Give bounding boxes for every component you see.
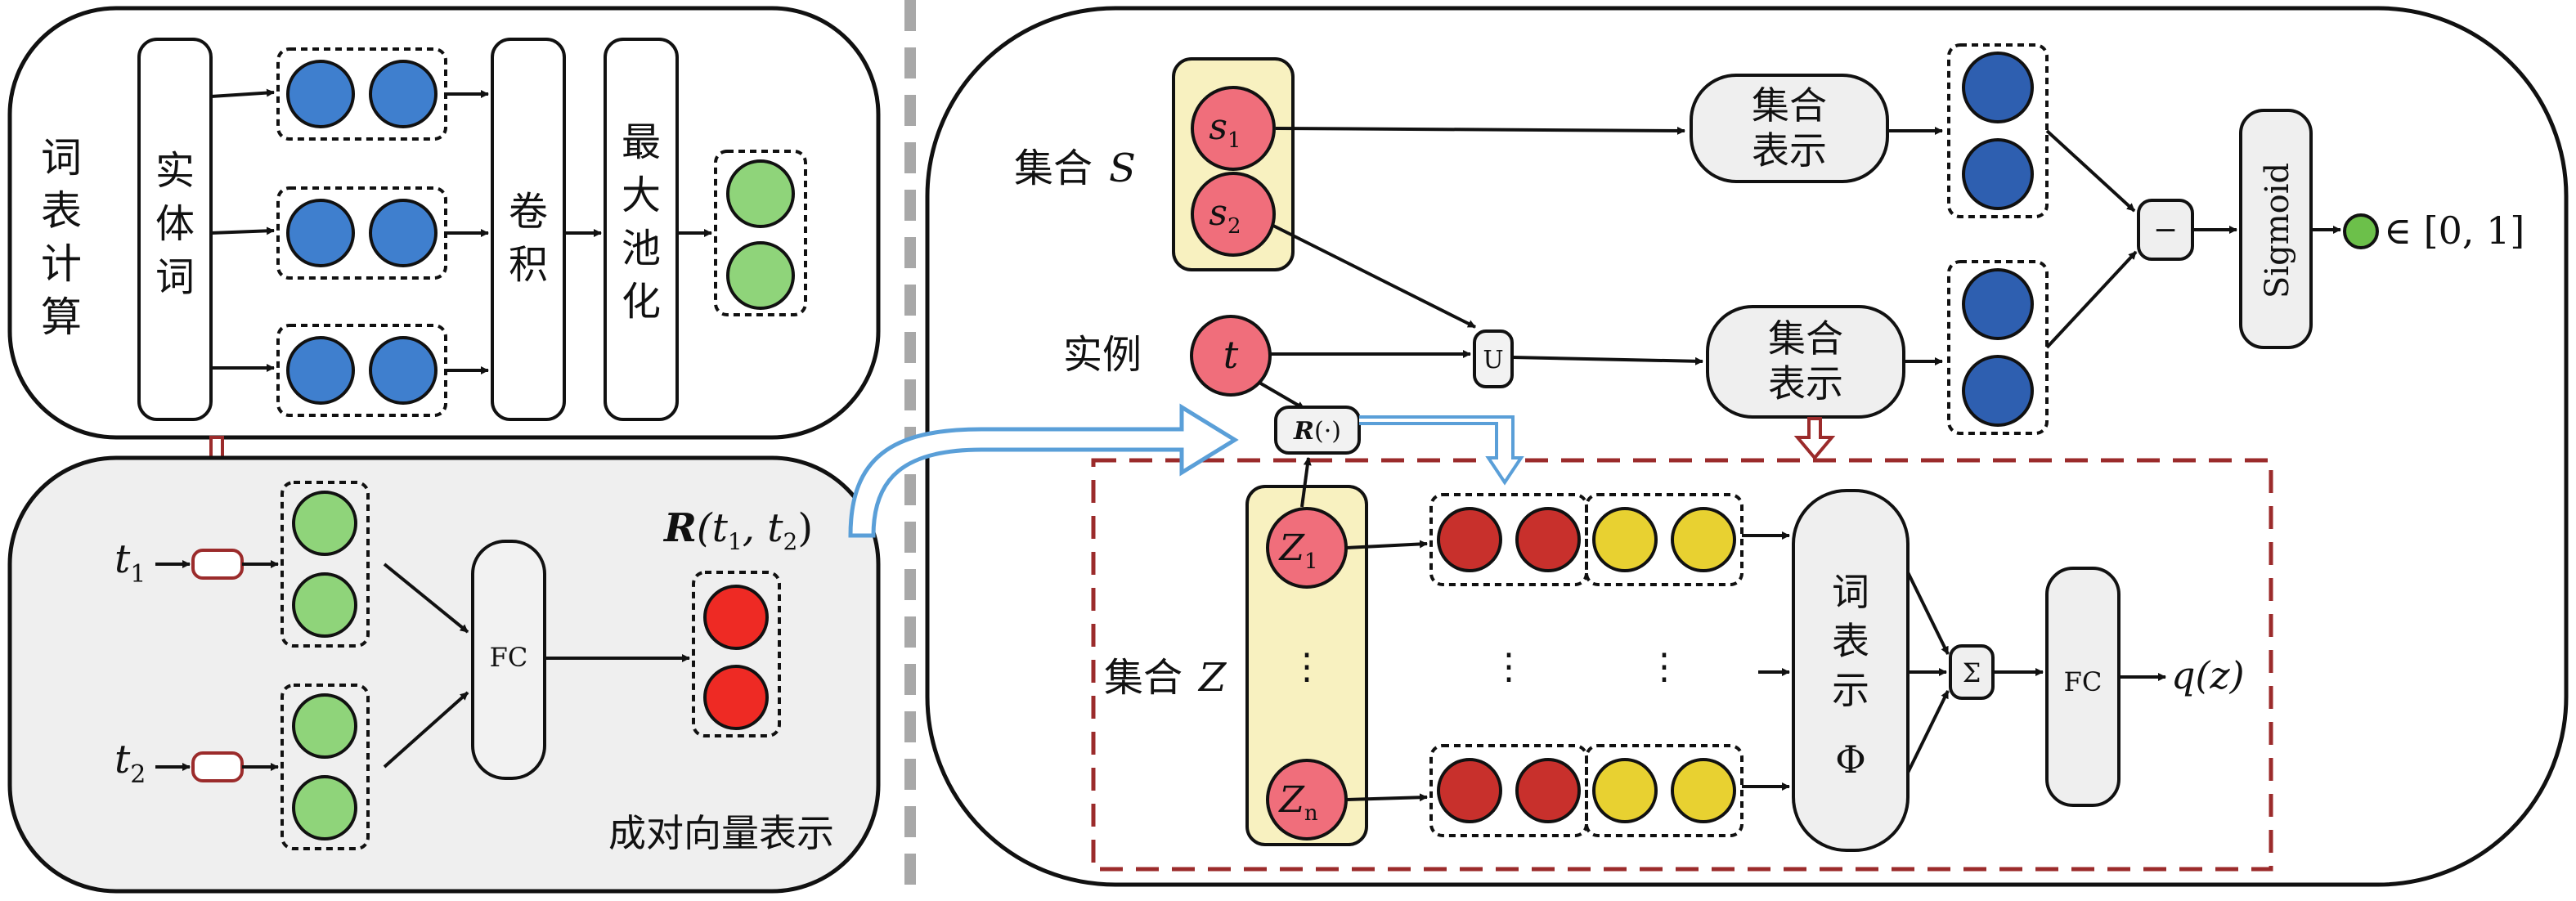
union-symbol: U [1483,346,1503,374]
maxpool-box [604,38,679,421]
t2-token-box [191,751,244,782]
minus-symbol: − [2153,213,2178,247]
set-repr-top-box [1690,74,1889,183]
z1-label: Z1 [1277,527,1317,574]
entity-word-box [137,38,213,421]
blue-vector-set-s [1947,43,2049,218]
s1-node [1191,86,1276,171]
entity-char-1: 实 [155,148,195,194]
r-func-box [1274,406,1361,455]
vdots-red: ⋮ [1491,646,1527,688]
set-z-region [1091,458,2273,872]
word-repr-phi: Φ [1835,737,1866,782]
entity-char-2: 体 [155,201,195,247]
r-func-label: R(·) [1293,417,1341,446]
output-node [2343,213,2379,249]
s1-label: s1 [1209,106,1241,153]
z1-vector-row [1429,493,1744,586]
z-vdots: ⋮ [1289,646,1325,688]
sigmoid-label: Sigmoid [2259,163,2296,298]
fc-box-right [2045,567,2120,807]
vocab-label-3: 计 [41,240,82,288]
entity-char-3: 词 [155,254,195,300]
t-label: t [1223,333,1239,377]
green-vector-t2 [280,684,370,850]
conv-char-1: 卷 [509,189,548,235]
fc-label-right: FC [2064,666,2103,697]
qz-output: q(z) [2171,653,2245,697]
pool-char-4: 化 [622,279,661,325]
s2-node [1191,172,1276,257]
set-z-box [1245,485,1368,846]
green-vector-t1 [280,481,370,648]
instance-label: 实例 [1063,332,1142,378]
word-repr-char-2: 表 [1832,619,1869,663]
r-pair-label: R(t1, t2) [662,505,813,555]
blue-flow-arrow [848,403,1239,538]
vdots-yellow: ⋮ [1646,646,1682,688]
blue-vector-instance [1947,260,2049,435]
pool-char-3: 池 [622,226,661,271]
word-repr-char-3: 示 [1832,668,1869,712]
set-repr-mid-line1: 集合 [1768,316,1843,361]
conv-char-2: 积 [509,242,548,288]
pool-char-2: 大 [622,173,661,218]
set-repr-top-line2: 表示 [1752,128,1827,173]
vocab-label-4: 算 [41,294,82,341]
vocab-label-1: 词 [41,134,82,182]
set-repr-top-line1: 集合 [1752,83,1827,128]
pair-repr-caption: 成对向量表示 [608,811,834,855]
green-pooled-vector [714,150,807,316]
hollow-down-arrow-right [1793,417,1836,461]
fc-label-left: FC [490,642,528,673]
pool-char-1: 最 [622,119,661,165]
blue-vector-group-1 [276,47,447,141]
set-repr-mid-line2: 表示 [1768,361,1843,406]
conv-box [491,38,566,421]
red-pair-vector [692,571,781,737]
zn-label: Zn [1277,779,1318,826]
vocab-compute-panel: 词 表 计 算 实 体 词 [7,6,881,440]
zn-vector-row [1429,744,1744,837]
t1-token-box [191,549,244,580]
blue-vector-group-2 [276,186,447,280]
sigma-symbol: Σ [1963,657,1981,688]
pair-vector-panel: t1 t2 FC R(t1, t2) [7,455,881,894]
s2-label: s2 [1209,192,1241,239]
output-range: ∈ [0, 1] [2384,208,2524,253]
vocab-label-2: 表 [41,187,82,235]
word-repr-char-1: 词 [1832,570,1869,614]
blue-vector-group-3 [276,324,447,417]
t1-label: t1 [114,536,146,589]
t2-label: t2 [114,737,146,789]
